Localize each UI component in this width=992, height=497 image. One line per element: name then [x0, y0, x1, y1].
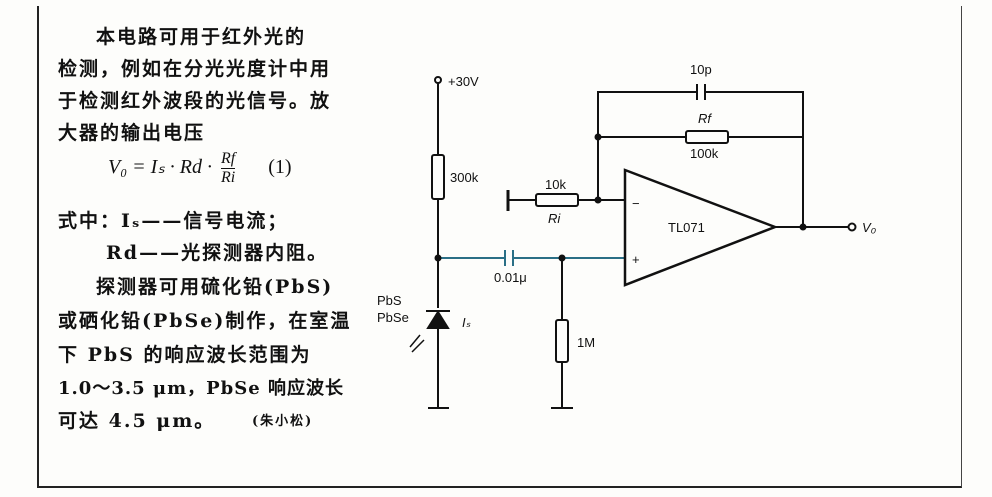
formula-number: (1): [268, 156, 292, 179]
wire: [597, 91, 697, 200]
detector-label: PbS: [377, 293, 402, 308]
text-line: 可达 4.5 μm。: [58, 410, 216, 432]
resistor-ri: [535, 193, 579, 207]
r-bias-label: 300k: [450, 170, 479, 185]
rf-value-label: 100k: [690, 146, 719, 161]
text-line: 探测器可用硫化铅(PbS): [96, 276, 334, 298]
resistor-1M: [555, 319, 569, 363]
cf-label: 10p: [690, 62, 712, 77]
photodiode-icon: [426, 310, 450, 329]
text-line: 检测，例如在分光光度计中用: [58, 58, 332, 80]
text-line: Rd——光探测器内阻。: [106, 242, 329, 264]
text-line: 于检测红外波段的光信号。放: [58, 90, 332, 112]
resistor-300k: [431, 154, 445, 200]
formula-numerator: Rf: [221, 150, 236, 169]
page-frame: [37, 6, 962, 488]
text-line: 或硒化铅(PbSe)制作，在室温: [58, 310, 352, 332]
supply-label: +30V: [448, 74, 479, 89]
rf-name-label: Rf: [698, 111, 712, 126]
output-label: V₀: [862, 220, 877, 235]
text-line: 式中：Iₛ——信号电流；: [58, 210, 289, 232]
plus-input-label: +: [632, 252, 640, 267]
ri-value-label: 10k: [545, 177, 566, 192]
author: (朱小松): [252, 414, 314, 429]
current-label: Iₛ: [462, 315, 471, 330]
resistor-rf: [685, 130, 729, 144]
wire: [705, 91, 804, 227]
text-line: 本电路可用于红外光的: [96, 26, 307, 48]
light-arrow-icon: [411, 339, 425, 353]
opamp-label: TL071: [668, 220, 705, 235]
cc-label: 0.01μ: [494, 270, 527, 285]
detector-label: PbSe: [377, 310, 409, 325]
junction: [434, 254, 442, 262]
text-line: 下 PbS 的响应波长范围为: [58, 344, 312, 366]
text-line: 大器的输出电压: [58, 122, 206, 144]
formula-lhs: V₀ = Iₛ · Rd ·: [108, 156, 213, 179]
r-load-label: 1M: [577, 335, 595, 350]
junction: [799, 223, 807, 231]
supply-terminal: [434, 76, 442, 84]
ri-name-label: Ri: [548, 211, 561, 226]
text-line: 1.0～3.5 μm，PbSe 响应波长: [58, 378, 344, 399]
minus-input-label: −: [632, 196, 640, 211]
output-terminal: [847, 222, 857, 232]
formula-denominator: Ri: [221, 169, 236, 186]
formula: V₀ = Iₛ · Rd · Rf Ri (1): [108, 150, 292, 187]
light-arrow-icon: [409, 334, 421, 348]
opamp-triangle: [623, 168, 779, 287]
